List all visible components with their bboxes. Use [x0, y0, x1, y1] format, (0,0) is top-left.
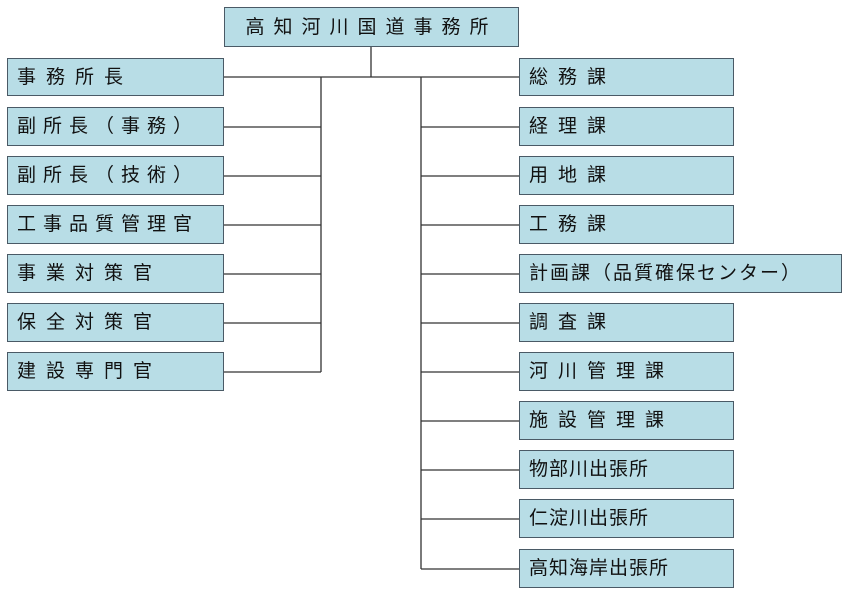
root-node: 高知河川国道事務所: [224, 7, 519, 47]
right-node-general-affairs: 総務課: [519, 58, 734, 96]
right-node-engineering: 工務課: [519, 205, 734, 244]
left-node-deputy-tech: 副所長（技術）: [7, 156, 224, 195]
right-node-survey: 調査課: [519, 303, 734, 342]
right-node-accounting: 経理課: [519, 107, 734, 146]
left-node-deputy-admin: 副所長（事務）: [7, 107, 224, 146]
right-node-facility-management: 施設管理課: [519, 401, 734, 440]
left-node-quality-officer: 工事品質管理官: [7, 205, 224, 244]
right-node-river-management: 河川管理課: [519, 352, 734, 391]
left-node-project-officer: 事業対策官: [7, 254, 224, 293]
left-node-office-chief: 事務所長: [7, 58, 224, 96]
left-node-maintenance-officer: 保全対策官: [7, 303, 224, 342]
right-node-planning: 計画課（品質確保センター）: [519, 254, 842, 293]
right-node-monobe-office: 物部川出張所: [519, 450, 734, 489]
right-node-land: 用地課: [519, 156, 734, 195]
right-node-kochi-coast-office: 高知海岸出張所: [519, 549, 734, 588]
right-node-niyodo-office: 仁淀川出張所: [519, 499, 734, 538]
left-node-construction-specialist: 建設専門官: [7, 352, 224, 391]
